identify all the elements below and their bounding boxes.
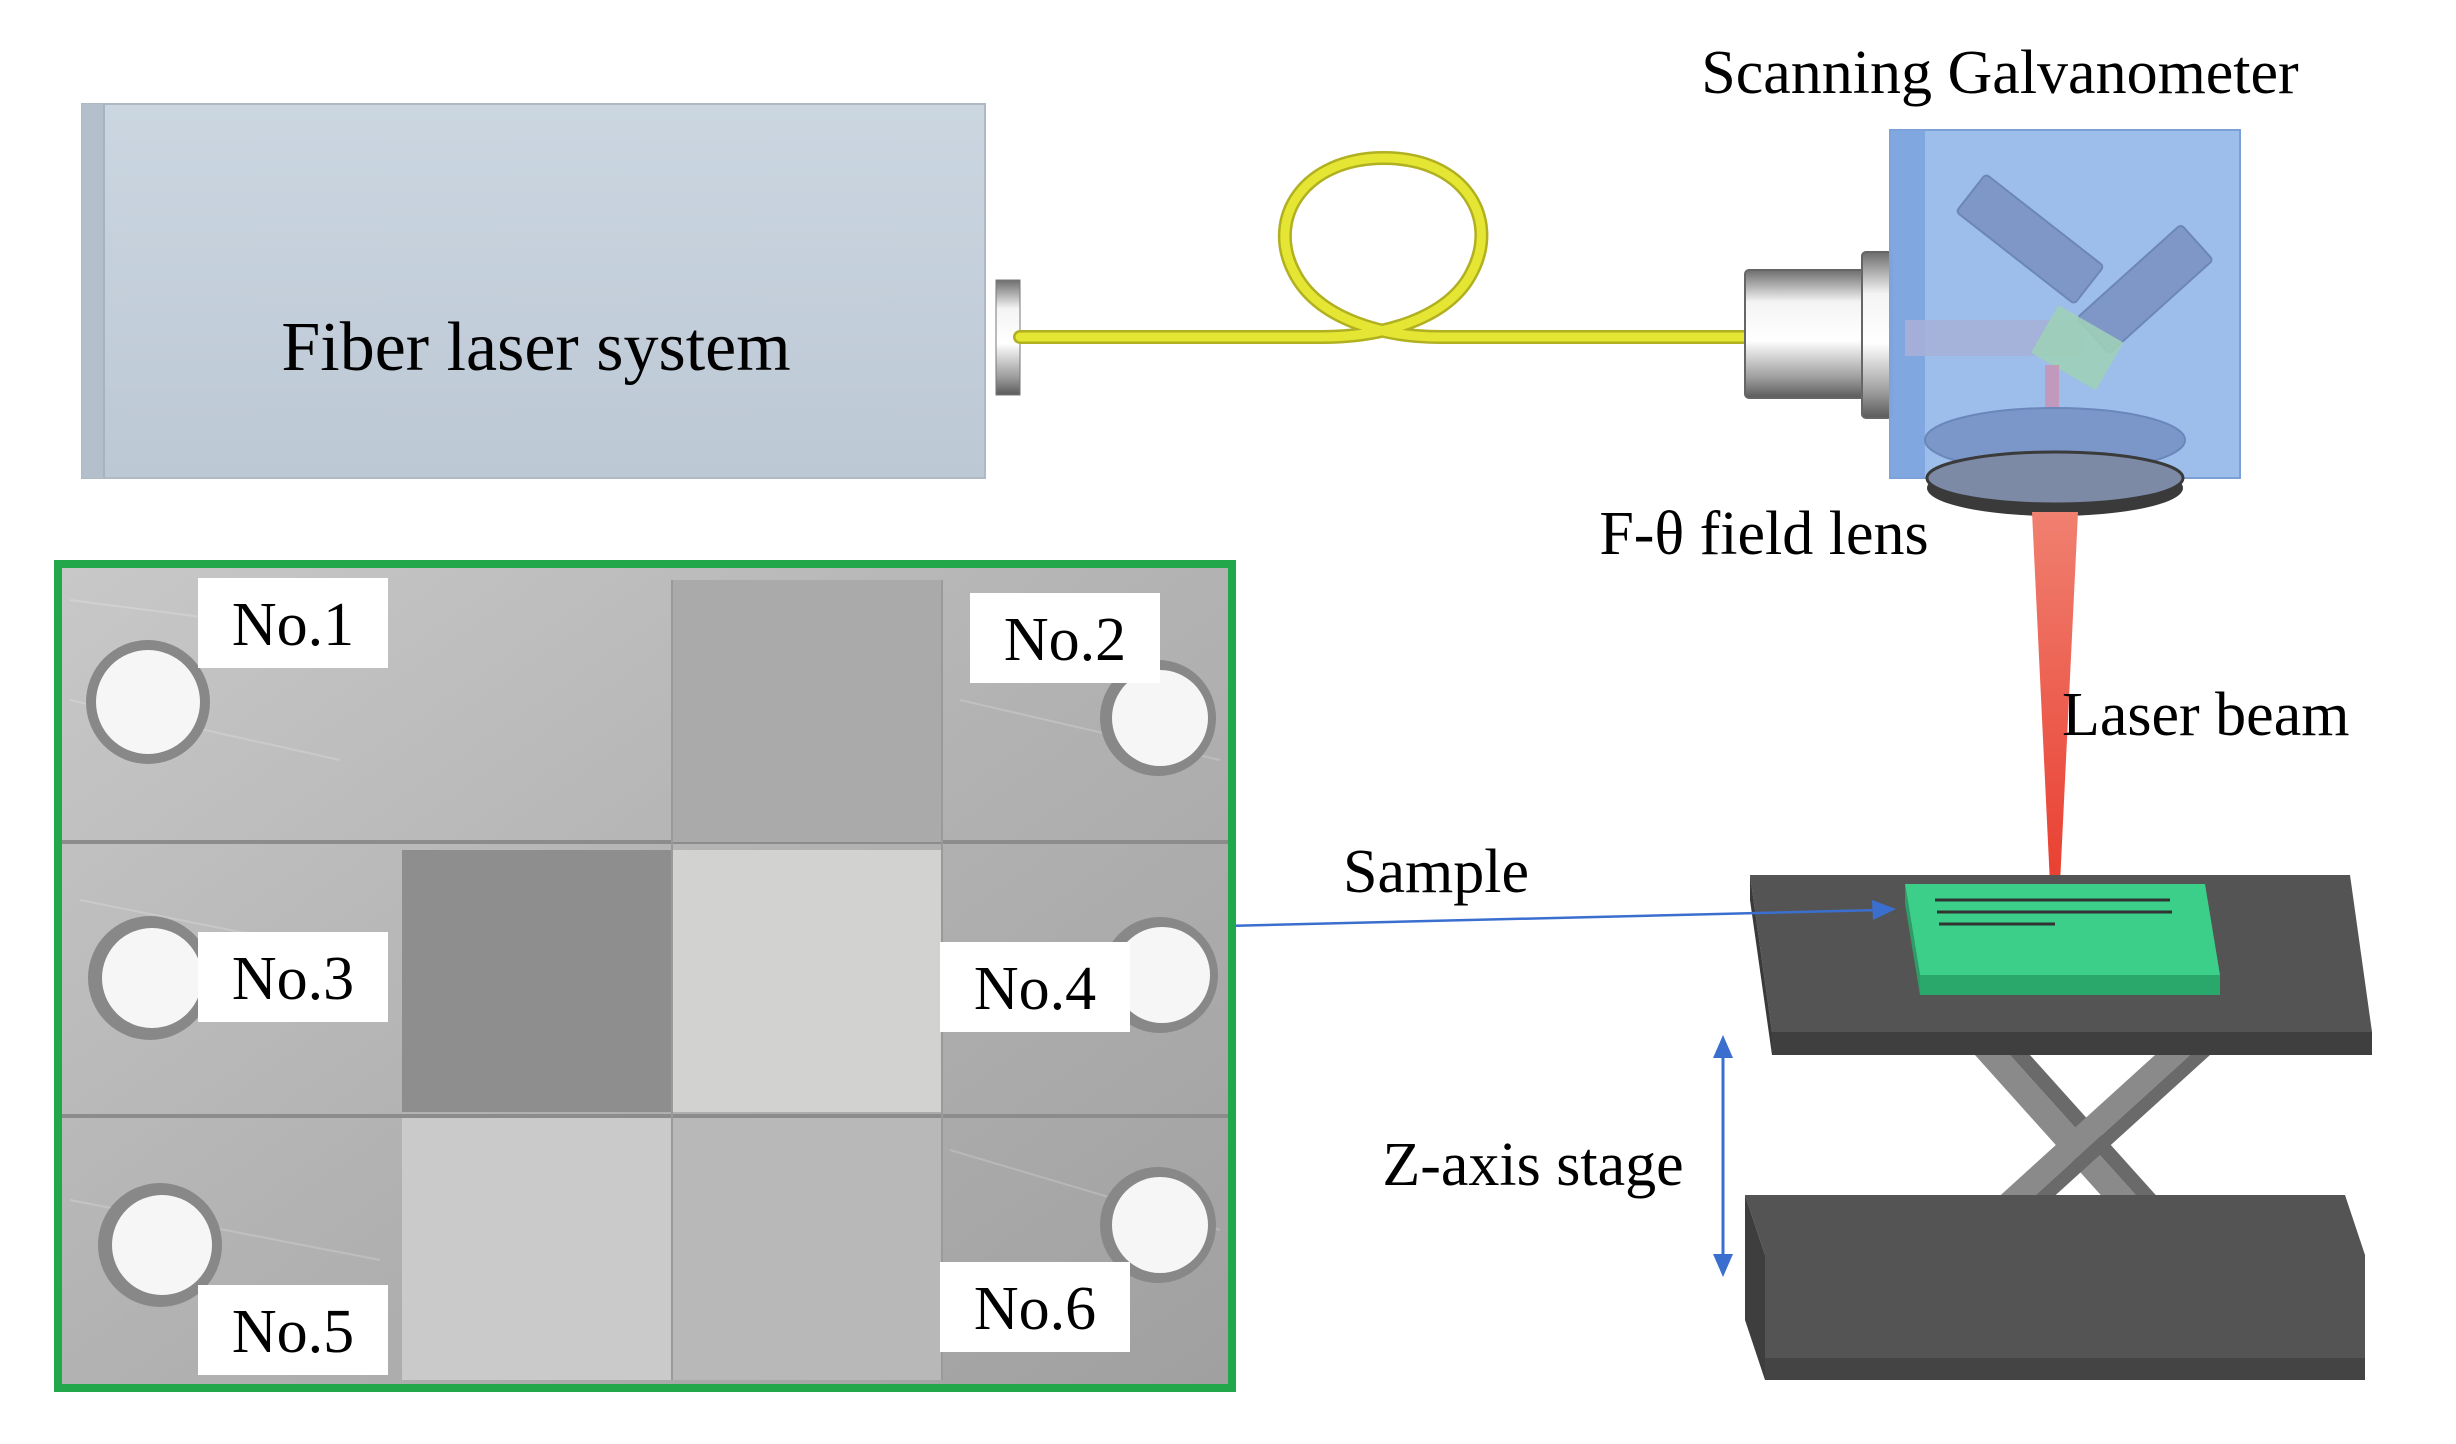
fiber-laser-label: Fiber laser system xyxy=(281,309,790,386)
svg-text:No.5: No.5 xyxy=(232,1298,354,1366)
photo-green-frame xyxy=(54,560,1236,1392)
laser-beam xyxy=(2032,512,2078,925)
sample-square-no3 xyxy=(402,850,672,1112)
laser-beam-label: Laser beam xyxy=(2062,681,2349,749)
sample-label-no2: No.2 xyxy=(970,593,1160,683)
sample-block xyxy=(1905,884,2220,995)
sample-square-no4 xyxy=(672,850,942,1112)
galvanometer-input-connector xyxy=(1744,251,1893,419)
svg-text:No.3: No.3 xyxy=(232,945,354,1013)
svg-text:No.1: No.1 xyxy=(232,591,354,659)
sample-photo: No.1 No.2 No.3 No.4 No.5 No.6 xyxy=(54,560,1236,1392)
z-axis-double-arrow xyxy=(1713,1035,1733,1277)
galvanometer-label: Scanning Galvanometer xyxy=(1701,39,2299,107)
sample-label-no3: No.3 xyxy=(198,932,388,1022)
sample-label-no6: No.6 xyxy=(940,1262,1130,1352)
sample-label-no5: No.5 xyxy=(198,1285,388,1375)
svg-text:No.4: No.4 xyxy=(974,955,1096,1023)
sample-square-no2-left xyxy=(672,580,942,842)
sample-label-no1: No.1 xyxy=(198,578,388,668)
field-lens-label: F-θ field lens xyxy=(1599,500,1928,568)
z-axis-stage xyxy=(1745,875,2372,1380)
f-theta-field-lens xyxy=(1925,450,2185,516)
fiber-laser-system: Fiber laser system xyxy=(81,103,986,479)
scanning-galvanometer: Scanning Galvanometer xyxy=(1701,39,2299,479)
mounting-holes xyxy=(86,640,1218,1307)
optical-fiber xyxy=(1013,150,1752,344)
svg-text:No.2: No.2 xyxy=(1004,606,1126,674)
z-axis-stage-label: Z-axis stage xyxy=(1382,1131,1683,1199)
sample-square-no5 xyxy=(402,1118,672,1380)
sample-label: Sample xyxy=(1343,838,1529,906)
scan-lines xyxy=(1935,898,2172,926)
sample-square-no6 xyxy=(672,1118,942,1380)
svg-text:No.6: No.6 xyxy=(974,1275,1096,1343)
sample-label-no4: No.4 xyxy=(940,942,1130,1032)
